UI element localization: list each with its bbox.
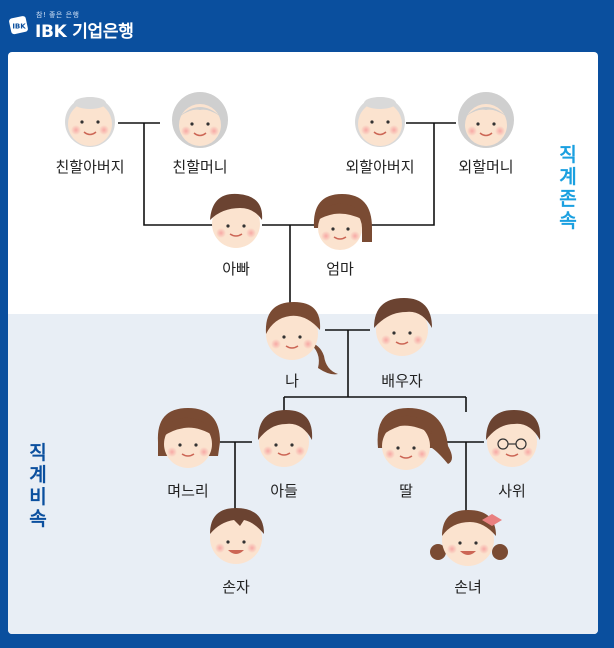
label-granddaughter: 손녀: [454, 578, 482, 596]
maternal-grandmother-icon: [458, 92, 514, 148]
label-grandson: 손자: [222, 578, 250, 596]
label-maternal-grandmother: 외할머니: [458, 158, 514, 176]
label-mother: 엄마: [326, 260, 354, 278]
ascendants-char-2: 계: [559, 166, 577, 188]
label-daughter-in-law: 며느리: [167, 482, 209, 500]
label-daughter: 딸: [399, 482, 413, 500]
grandson-icon: [210, 508, 264, 564]
label-father: 아빠: [222, 260, 250, 278]
granddaughter-icon: [430, 510, 508, 566]
daughter-in-law-icon: [157, 408, 220, 468]
paternal-grandmother-icon: [172, 92, 228, 148]
connector-lines: [118, 122, 484, 514]
label-maternal-grandfather: 외할아버지: [345, 158, 415, 176]
label-paternal-grandfather: 친할아버지: [55, 158, 125, 176]
ascendants-char-4: 속: [559, 210, 577, 232]
descendants-char-1: 직: [29, 442, 47, 464]
daughter-icon: [377, 408, 452, 470]
son-in-law-icon: [486, 410, 541, 467]
family-tree-panel: 친할아버지 친할머니 외할아버지 외할머니 아빠 엄마 나 배우자 며느리 아들…: [8, 52, 598, 634]
descendants-char-4: 속: [29, 508, 47, 530]
descendants-label: 직 계 비 속: [26, 442, 50, 530]
ascendants-char-3: 존: [559, 188, 577, 210]
descendants-char-2: 계: [29, 464, 47, 486]
logo-text: IBK 기업은행: [35, 17, 134, 42]
logo-slogan: 참! 좋은 은행: [36, 11, 80, 19]
ascendants-char-1: 직: [559, 144, 577, 166]
spouse-icon: [374, 298, 432, 356]
maternal-grandfather-icon: [355, 97, 405, 147]
label-paternal-grandmother: 친할머니: [172, 158, 228, 176]
label-son-in-law: 사위: [498, 482, 526, 500]
paternal-grandfather-icon: [65, 97, 115, 147]
ascendants-label: 직 계 존 속: [556, 144, 580, 232]
logo-bank-name: 기업은행: [72, 22, 134, 42]
logo-brand: IBK: [35, 22, 67, 42]
label-son: 아들: [270, 482, 298, 500]
header: IBK 참! 좋은 은행 IBK 기업은행: [0, 0, 614, 48]
me-icon: [265, 302, 338, 375]
son-icon: [258, 410, 313, 467]
label-spouse: 배우자: [381, 372, 423, 390]
descendants-area: [8, 314, 598, 634]
ibk-logo-icon: IBK: [9, 16, 28, 35]
label-me: 나: [285, 372, 299, 390]
descendants-char-3: 비: [29, 486, 47, 508]
family-tree-diagram: [65, 92, 541, 566]
father-icon: [210, 193, 263, 248]
svg-text:IBK: IBK: [12, 23, 26, 31]
mother-icon: [313, 194, 372, 250]
